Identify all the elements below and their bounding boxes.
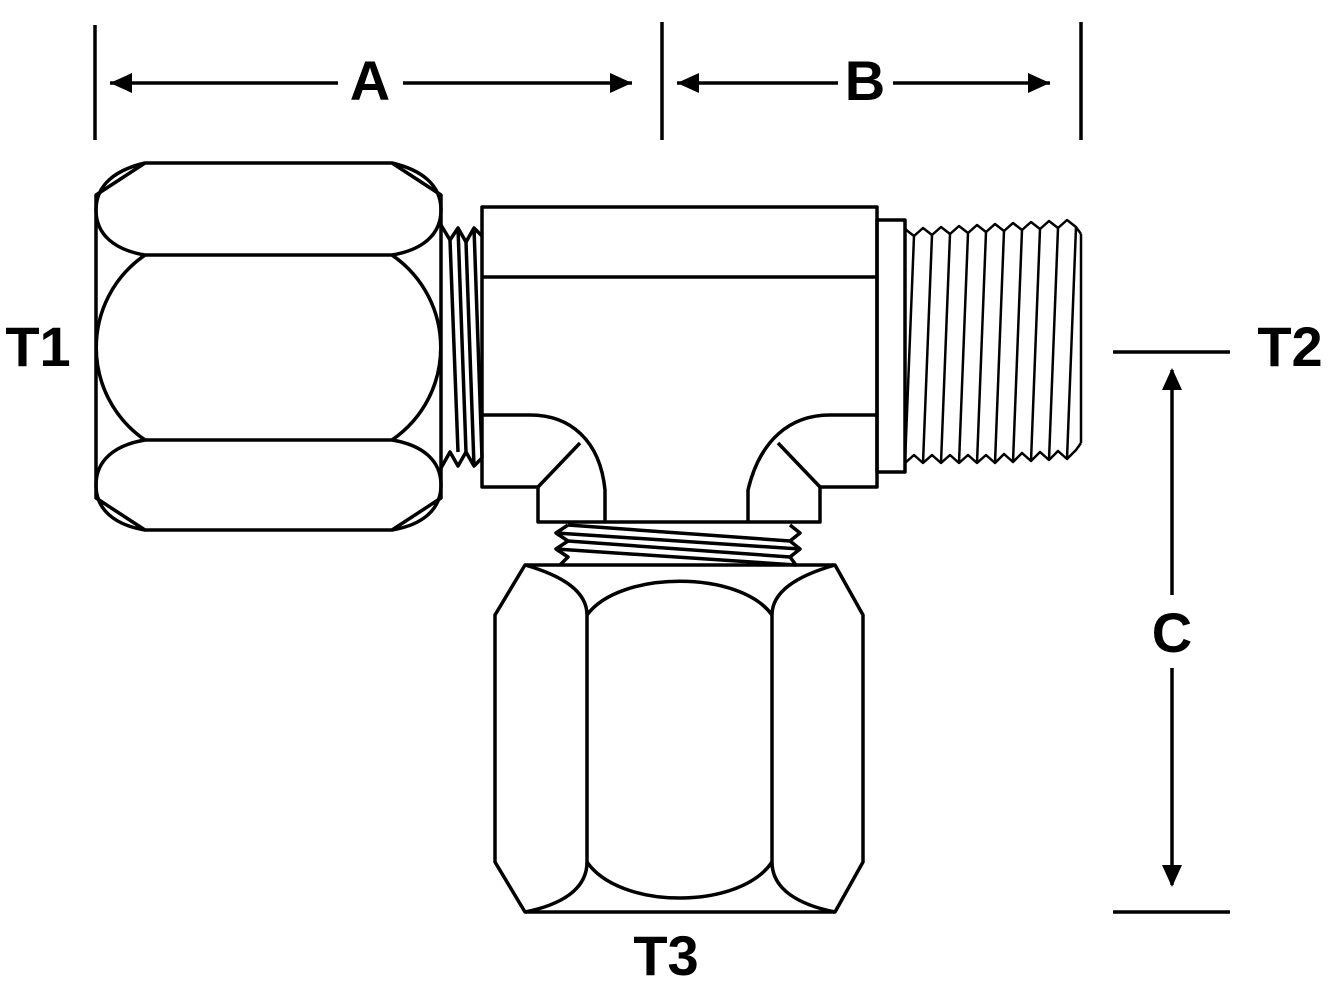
labels: A B C T1 T2 T3 — [5, 49, 1322, 987]
dimension-b — [677, 22, 1083, 140]
dimension-a — [93, 22, 664, 140]
thread-left — [439, 224, 484, 469]
dim-b-label: B — [845, 49, 885, 112]
port-t3-label: T3 — [633, 924, 698, 987]
dim-c-label: C — [1152, 601, 1192, 664]
hex-nut-t3 — [493, 563, 865, 914]
thread-bottom — [554, 523, 802, 567]
dimension-c — [1113, 350, 1230, 914]
collar-right — [875, 218, 907, 474]
tee-body — [480, 205, 879, 524]
port-t2-label: T2 — [1257, 315, 1322, 378]
hex-nut-t1 — [94, 161, 443, 532]
pipe-thread-t2 — [903, 218, 1083, 465]
dim-a-label: A — [350, 49, 390, 112]
port-t1-label: T1 — [5, 315, 70, 378]
